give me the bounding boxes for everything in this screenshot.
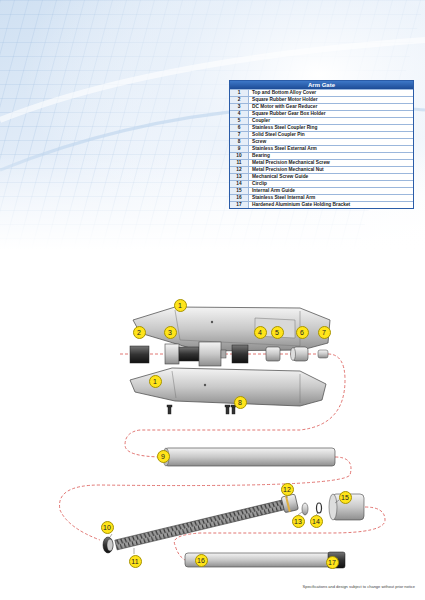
callout-number: 16	[195, 554, 208, 567]
table-row: 2Square Rubber Motor Holder	[230, 96, 413, 103]
callout-number: 13	[292, 515, 305, 528]
callout-number: 5	[271, 326, 284, 339]
callout-text: 11	[131, 558, 138, 565]
callout-number: 14	[310, 515, 323, 528]
part-number: 11	[230, 160, 249, 166]
table-row: 7Solid Steel Coupler Pin	[230, 131, 413, 138]
table-row: 10Bearing	[230, 152, 413, 159]
callout-text: 1	[153, 378, 157, 385]
callout-number: 11	[129, 555, 142, 568]
parts-table: Arm Gate1Top and Bottom Alloy Cover2Squa…	[229, 80, 414, 209]
callout-text: 8	[238, 399, 242, 406]
part-number: 5	[230, 118, 249, 124]
callout-text: 10	[103, 524, 111, 531]
callout-text: 12	[283, 486, 291, 493]
part-name: Solid Steel Coupler Pin	[249, 132, 413, 138]
callout-number: 1	[174, 299, 187, 312]
part-name: Metal Precision Mechanical Screw	[249, 160, 413, 166]
part-name: Internal Arm Guide	[249, 188, 413, 194]
callout-text: 7	[322, 329, 326, 336]
part-number: 2	[230, 97, 249, 103]
table-row: 13Mechanical Screw Guide	[230, 173, 413, 180]
callout-number: 12	[281, 483, 294, 496]
callout-text: 13	[294, 518, 302, 525]
callout-text: 5	[275, 329, 279, 336]
part-number: 13	[230, 174, 249, 180]
part-number: 1	[230, 90, 249, 96]
callout-text: 17	[328, 559, 336, 566]
part-name: Metal Precision Mechanical Nut	[249, 167, 413, 173]
callout-number: 3	[164, 326, 177, 339]
table-row: 9Stainless Steel External Arm	[230, 145, 413, 152]
part-number: 9	[230, 146, 249, 152]
callout-text: 14	[312, 518, 320, 525]
part-number: 7	[230, 132, 249, 138]
part-name: Top and Bottom Alloy Cover	[249, 90, 413, 96]
table-row: 5Coupler	[230, 117, 413, 124]
callout-text: 3	[168, 329, 172, 336]
footnote: Specifications and design subject to cha…	[302, 584, 415, 589]
callout-text: 16	[197, 557, 205, 564]
part-number: 15	[230, 188, 249, 194]
table-row: 15Internal Arm Guide	[230, 187, 413, 194]
part-name: Stainless Steel Internal Arm	[249, 195, 413, 201]
table-row: 16Stainless Steel Internal Arm	[230, 194, 413, 201]
part-number: 8	[230, 139, 249, 145]
part-name: Stainless Steel Coupler Ring	[249, 125, 413, 131]
callout-number: 8	[234, 396, 247, 409]
part-name: Square Rubber Motor Holder	[249, 97, 413, 103]
part-name: Square Rubber Gear Box Holder	[249, 111, 413, 117]
part-number: 14	[230, 181, 249, 187]
table-row: 8Screw	[230, 138, 413, 145]
part-name: Mechanical Screw Guide	[249, 174, 413, 180]
table-row: 14Circlip	[230, 180, 413, 187]
table-row: 11Metal Precision Mechanical Screw	[230, 159, 413, 166]
part-name: Circlip	[249, 181, 413, 187]
part-name: DC Motor with Gear Reducer	[249, 104, 413, 110]
callout-text: 4	[258, 329, 262, 336]
callout-text: 1	[178, 302, 182, 309]
table-title: Arm Gate	[230, 81, 413, 89]
callout-number: 15	[339, 491, 352, 504]
callout-number: 10	[101, 521, 114, 534]
callout-text: 2	[137, 329, 141, 336]
table-row: 4Square Rubber Gear Box Holder	[230, 110, 413, 117]
part-name: Stainless Steel External Arm	[249, 146, 413, 152]
callout-number: 6	[296, 326, 309, 339]
callout-number: 17	[326, 556, 339, 569]
part-number: 3	[230, 104, 249, 110]
callout-number: 4	[254, 326, 267, 339]
part-name: Screw	[249, 139, 413, 145]
part-number: 10	[230, 153, 249, 159]
table-row: 12Metal Precision Mechanical Nut	[230, 166, 413, 173]
callout-text: 15	[341, 494, 349, 501]
part-number: 6	[230, 125, 249, 131]
callout-text: 6	[300, 329, 304, 336]
part-number: 17	[230, 202, 249, 208]
table-row: 3DC Motor with Gear Reducer	[230, 103, 413, 110]
part-name: Coupler	[249, 118, 413, 124]
table-row: 6Stainless Steel Coupler Ring	[230, 124, 413, 131]
part-number: 16	[230, 195, 249, 201]
callout-number: 2	[133, 326, 146, 339]
part-name: Bearing	[249, 153, 413, 159]
table-row: 1Top and Bottom Alloy Cover	[230, 89, 413, 96]
part-number: 4	[230, 111, 249, 117]
callout-number: 9	[157, 450, 170, 463]
part-name: Hardened Aluminium Gate Holding Bracket	[249, 202, 413, 208]
callout-text: 9	[161, 453, 165, 460]
callout-number: 7	[318, 326, 331, 339]
part-number: 12	[230, 167, 249, 173]
callout-number: 1	[149, 375, 162, 388]
table-row: 17Hardened Aluminium Gate Holding Bracke…	[230, 201, 413, 208]
